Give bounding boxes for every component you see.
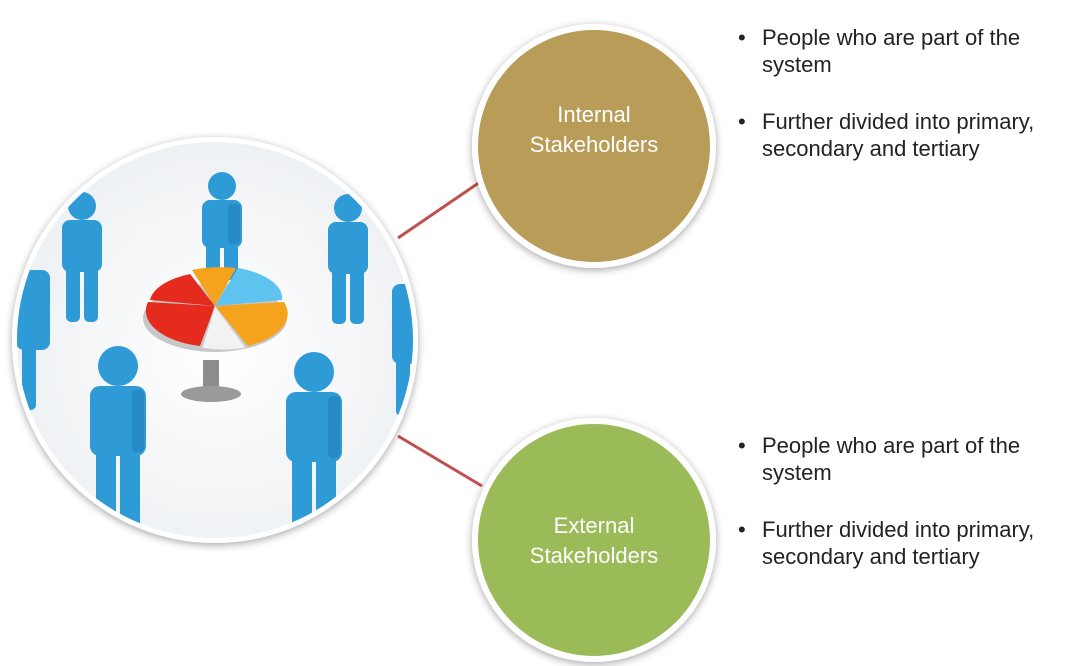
internal-stakeholders-node — [472, 24, 716, 268]
internal-stakeholders-label: Internal Stakeholders — [504, 100, 684, 160]
center-image — [12, 137, 418, 543]
external-stakeholders-label: External Stakeholders — [504, 511, 684, 571]
internal-label-line2: Stakeholders — [529, 132, 659, 157]
external-bullet-1: People who are part of the system — [736, 432, 1066, 486]
internal-label-line1: Internal — [557, 102, 631, 127]
external-label-line2: Stakeholders — [529, 543, 659, 568]
internal-bullet-1: People who are part of the system — [736, 24, 1066, 78]
external-label-line1: External — [553, 513, 635, 538]
connector-external — [397, 434, 483, 488]
connector-internal — [397, 180, 481, 240]
external-stakeholders-node — [472, 418, 716, 662]
internal-bullet-list: People who are part of the system Furthe… — [736, 24, 1066, 192]
people-around-pie-chart-icon — [17, 142, 413, 538]
external-bullet-2: Further divided into primary, secondary … — [736, 516, 1066, 570]
internal-bullet-2: Further divided into primary, secondary … — [736, 108, 1066, 162]
external-bullet-list: People who are part of the system Furthe… — [736, 432, 1066, 600]
